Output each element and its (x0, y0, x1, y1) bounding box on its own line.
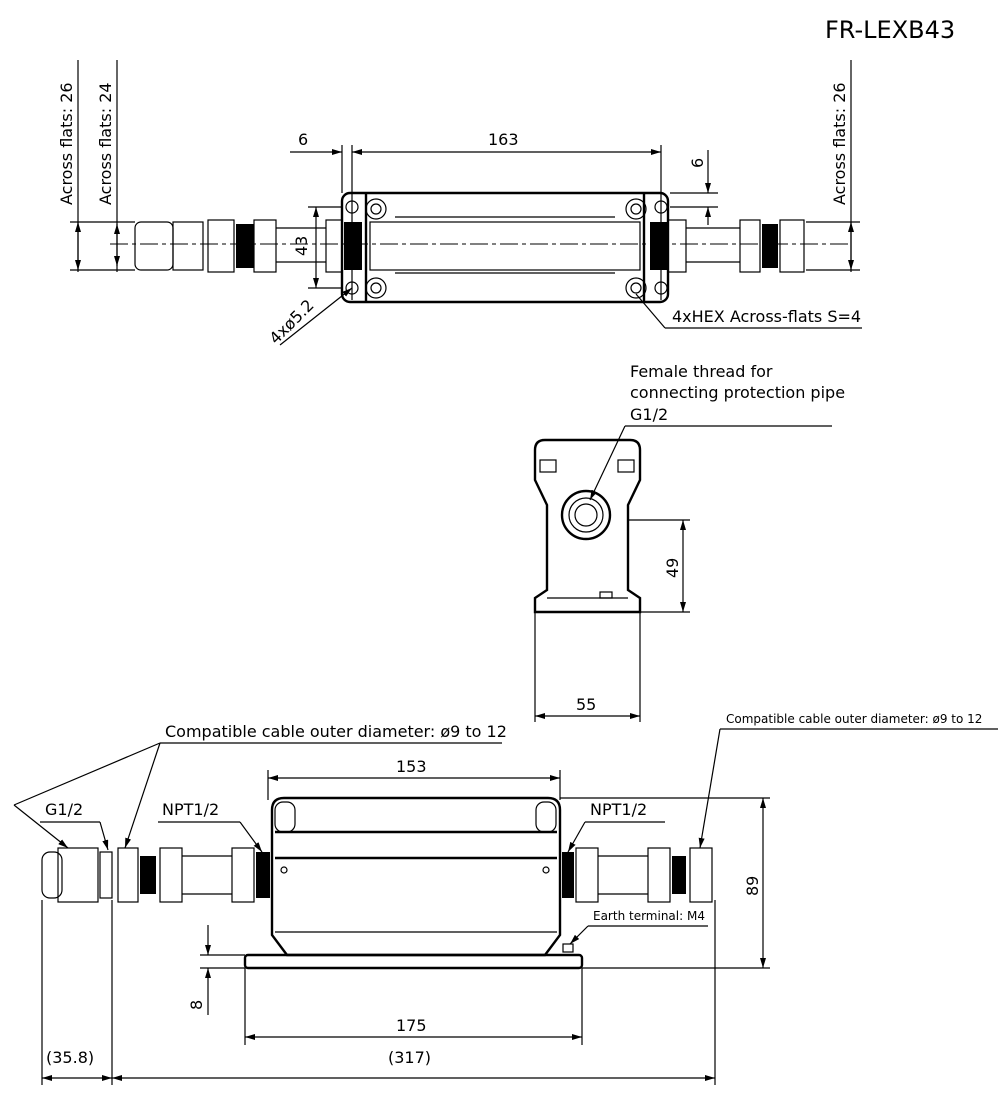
dim-317: (317) (388, 1048, 431, 1067)
model-title: FR-LEXB43 (825, 16, 955, 44)
dim-8: 8 (187, 1000, 206, 1010)
enclosure-top-outline (340, 191, 670, 304)
enclosure-front-outline (270, 796, 562, 957)
earth-terminal (562, 943, 574, 953)
dim-49: 49 (663, 558, 682, 578)
dim-175: 175 (396, 1016, 427, 1035)
dim-163: 163 (488, 130, 519, 149)
across-flats-24-label: Across flats: 24 (96, 82, 115, 205)
dim-55: 55 (576, 695, 596, 714)
earth-terminal-label: Earth terminal: M4 (593, 909, 705, 923)
hex-bolts (365, 198, 647, 299)
cable-diameter-left-label: Compatible cable outer diameter: ø9 to 1… (165, 722, 507, 741)
dim-35-8: (35.8) (46, 1048, 94, 1067)
left-cable-gland-front (41, 847, 270, 903)
npt-left-label: NPT1/2 (162, 800, 219, 819)
dim-6-left: 6 (298, 130, 308, 149)
front-view: Compatible cable outer diameter: ø9 to 1… (13, 712, 998, 1085)
pipe-thread-port (560, 489, 612, 541)
mounting-holes (345, 200, 668, 295)
across-flats-26-right-label: Across flats: 26 (830, 82, 849, 205)
hex-label: 4xHEX Across-flats S=4 (672, 307, 861, 326)
g12-label: G1/2 (45, 800, 83, 819)
base-plate (243, 953, 584, 970)
right-cable-gland-top (650, 219, 805, 273)
npt-right-label: NPT1/2 (590, 800, 647, 819)
dim-89: 89 (743, 876, 762, 896)
dim-6-right: 6 (688, 158, 707, 168)
cable-diameter-right-label: Compatible cable outer diameter: ø9 to 1… (726, 712, 982, 726)
left-cable-gland-top (134, 219, 362, 273)
dim-43: 43 (292, 236, 311, 256)
across-flats-26-left-label: Across flats: 26 (57, 82, 76, 205)
right-cable-gland-front (562, 847, 713, 903)
side-view: Female thread for connecting protection … (533, 362, 845, 722)
top-view: Across flats: 26 Across flats: 24 Across… (57, 60, 862, 348)
female-thread-note-3: G1/2 (630, 405, 668, 424)
female-thread-note-2: connecting protection pipe (630, 383, 845, 402)
enclosure-body (369, 221, 641, 271)
female-thread-note-1: Female thread for (630, 362, 773, 381)
dim-153: 153 (396, 757, 427, 776)
